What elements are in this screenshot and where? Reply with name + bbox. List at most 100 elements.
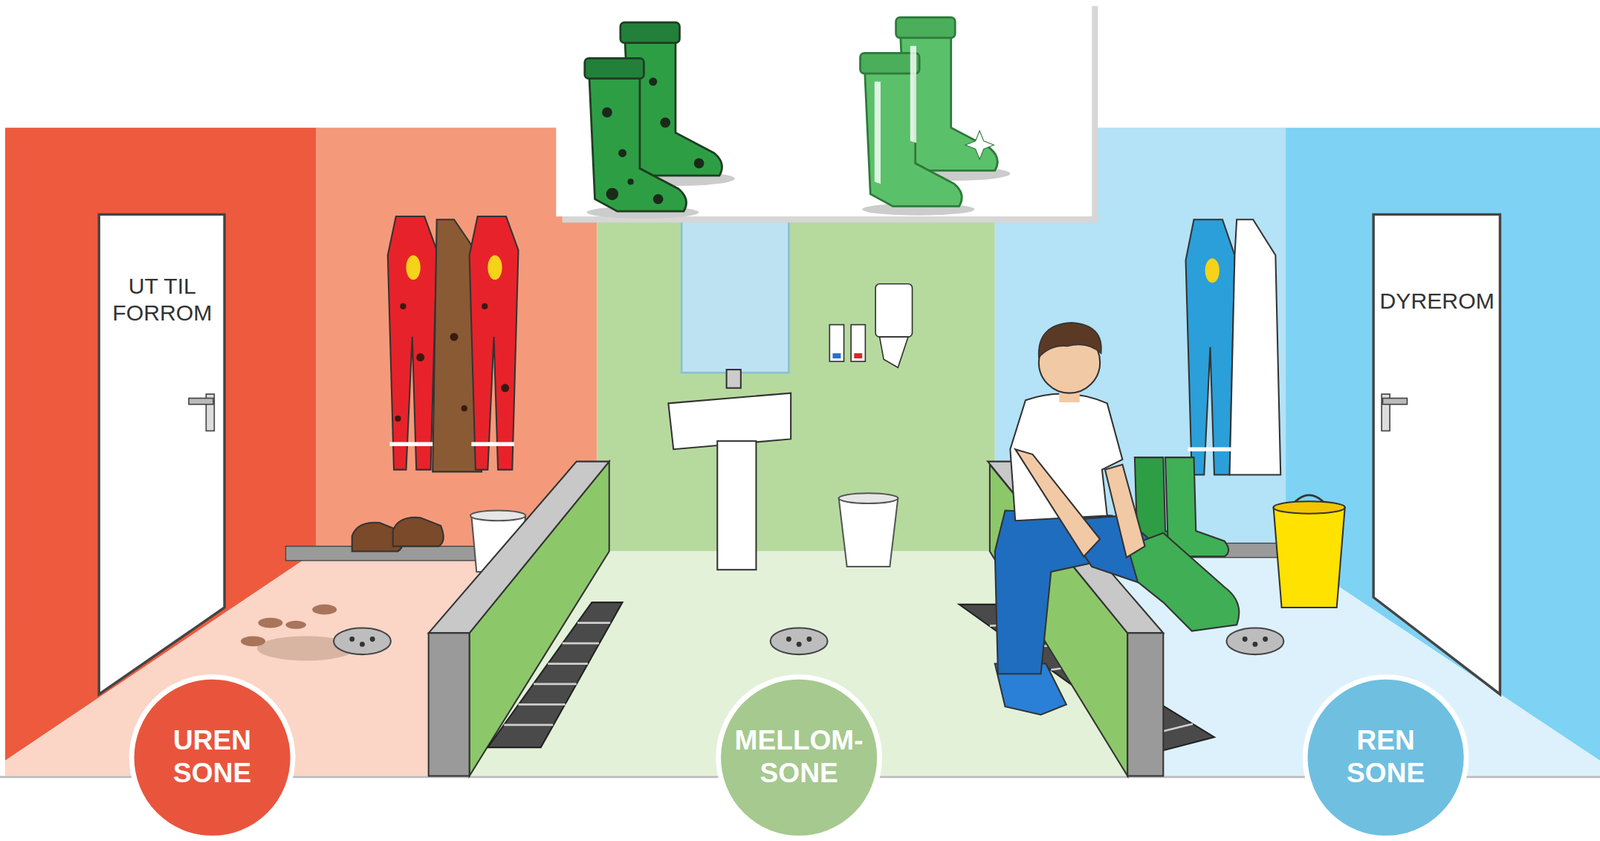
boot-being-pulled-on — [1127, 532, 1239, 631]
dirt-spot — [653, 193, 664, 205]
zone-badge-outline — [1302, 674, 1468, 840]
drain-hole — [1252, 641, 1258, 647]
drain-hole — [1242, 636, 1248, 642]
reflective-band — [471, 442, 515, 446]
dirt-spot — [659, 117, 671, 128]
drain-hole — [786, 636, 792, 642]
blue-coverall — [1186, 219, 1236, 475]
dirt-spot — [461, 405, 468, 411]
grate-bar — [503, 723, 553, 727]
shine-highlight — [910, 46, 917, 143]
footprint — [285, 620, 306, 629]
door: UT TIL FORROM — [98, 214, 226, 694]
node-content: UT TIL FORROM — [98, 214, 226, 694]
boot-cuff — [584, 57, 645, 79]
dirt-spot — [648, 77, 657, 86]
bucket-rim — [1273, 500, 1346, 513]
bench-front — [1127, 632, 1164, 776]
red-coverall — [469, 216, 519, 470]
zone-label: REN SONE — [1320, 724, 1452, 790]
dirt-spot — [694, 158, 705, 169]
zone-circle — [718, 676, 880, 838]
grate-bar — [518, 703, 566, 706]
inset-box — [555, 0, 1092, 217]
bench-front — [428, 632, 470, 776]
soap-dispenser — [829, 324, 844, 362]
zone-badge-outline — [129, 674, 295, 840]
dispenser-button — [853, 352, 863, 359]
drain-hole — [349, 636, 355, 642]
zone-label: MELLOM- SONE — [733, 724, 865, 790]
node-content: UREN SONE — [129, 674, 295, 840]
coverall-logo — [405, 254, 420, 280]
door-handle — [1383, 398, 1408, 405]
node-content: MELLOM- SONE — [716, 674, 882, 840]
zone-badge: UREN SONE — [129, 674, 295, 840]
reflective-band — [1187, 446, 1232, 451]
dirt-spot — [601, 107, 613, 118]
boot-cuff — [896, 17, 956, 38]
bucket-rim — [470, 510, 526, 521]
dirt-spot — [394, 415, 401, 422]
door-outline — [1372, 214, 1502, 694]
dispenser-button — [832, 352, 841, 359]
dirt-spot — [627, 178, 634, 185]
towel-dispenser — [875, 283, 912, 337]
footprint — [257, 617, 283, 628]
grate-bar — [562, 642, 599, 645]
node-content: REN SONE — [1302, 674, 1468, 840]
door: DYREROM — [1372, 214, 1502, 694]
door-handle — [188, 398, 214, 405]
node-content: DYREROM — [1372, 214, 1502, 694]
yellow-bucket — [1273, 506, 1346, 608]
shine-highlight — [874, 81, 881, 184]
coverall-logo — [487, 254, 502, 280]
bench-top — [428, 461, 610, 634]
drain-hole — [806, 636, 812, 642]
dirt-spot — [450, 332, 459, 342]
door-leaf — [98, 214, 225, 694]
white-bucket — [839, 497, 899, 567]
zone-badge-outline — [716, 674, 882, 840]
dirt-spot — [500, 383, 510, 392]
dirt-spot — [399, 303, 406, 310]
arm — [1015, 448, 1100, 556]
dirt-spot — [618, 148, 627, 157]
grate-bar — [533, 682, 577, 686]
floor-drain — [333, 627, 391, 654]
coverall-logo — [1205, 257, 1220, 283]
sparkle — [965, 130, 994, 160]
faucet — [726, 369, 741, 388]
green-boot — [1165, 457, 1229, 556]
zone-badge: REN SONE — [1302, 674, 1468, 840]
boot-cuff — [620, 22, 680, 43]
dirt-spot — [416, 352, 425, 362]
door-sign: DYREROM — [1379, 287, 1494, 315]
mirror — [681, 219, 789, 373]
grate-bar — [577, 621, 611, 624]
zone-circle — [1304, 676, 1467, 838]
floor-drain — [1226, 627, 1284, 654]
grate-bar — [547, 662, 588, 665]
paper-towel — [879, 336, 909, 368]
floor-drain — [770, 627, 828, 654]
drain-hole — [1262, 636, 1268, 642]
sink-pedestal — [717, 440, 756, 570]
brown-shoe — [393, 517, 444, 547]
door-sign: UT TIL FORROM — [111, 273, 214, 327]
disinfectant-dispenser — [850, 324, 866, 362]
footprint — [312, 604, 337, 615]
white-apron — [1229, 219, 1282, 475]
arm — [1105, 464, 1146, 558]
zone-label: UREN SONE — [147, 724, 278, 790]
zone-circle — [131, 676, 293, 838]
footprint — [240, 635, 266, 646]
dirt-spot — [606, 188, 619, 200]
floor-grate — [487, 601, 623, 747]
zone-badge: MELLOM- SONE — [716, 674, 882, 840]
reflective-band — [390, 442, 434, 446]
bucket-rim — [839, 492, 899, 504]
